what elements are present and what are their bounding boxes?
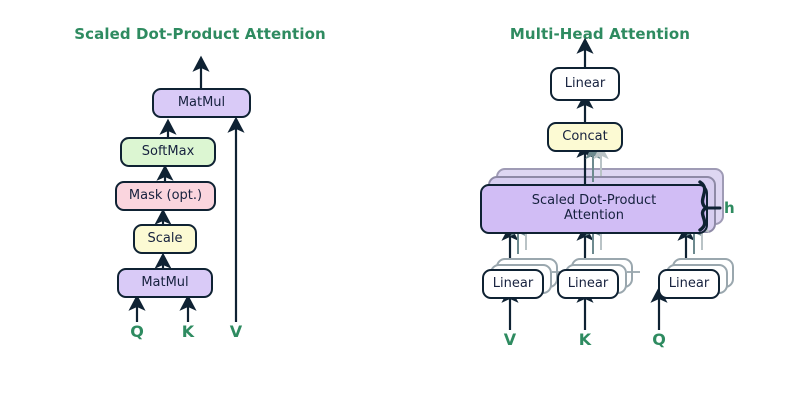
multi-head-attention-panel: Multi-Head Attention — [400, 0, 800, 400]
input-label-k: K — [181, 322, 195, 341]
node-linear-q[interactable]: Linear — [658, 269, 720, 299]
node-mask[interactable]: Mask (opt.) — [115, 181, 216, 211]
input-label-k: K — [578, 330, 592, 349]
input-label-q: Q — [130, 322, 144, 341]
node-softmax[interactable]: SoftMax — [120, 137, 216, 167]
attention-block-line2: Attention — [564, 208, 624, 223]
node-scale[interactable]: Scale — [133, 224, 197, 254]
node-matmul-top[interactable]: MatMul — [152, 88, 251, 118]
right-panel-arrows — [501, 37, 710, 330]
attention-block-line1: Scaled Dot-Product — [531, 193, 657, 209]
left-panel-title: Scaled Dot-Product Attention — [74, 25, 326, 43]
node-concat[interactable]: Concat — [547, 122, 623, 152]
input-label-q: Q — [652, 330, 666, 349]
input-label-v: V — [229, 322, 243, 341]
node-matmul-bottom[interactable]: MatMul — [117, 268, 213, 298]
right-panel-title: Multi-Head Attention — [509, 25, 691, 43]
scaled-dot-product-attention-panel: Scaled Dot-Product Attention — [74, 25, 326, 341]
input-label-v: V — [503, 330, 517, 349]
heads-label: h — [724, 199, 735, 217]
heads-brace — [698, 180, 722, 232]
